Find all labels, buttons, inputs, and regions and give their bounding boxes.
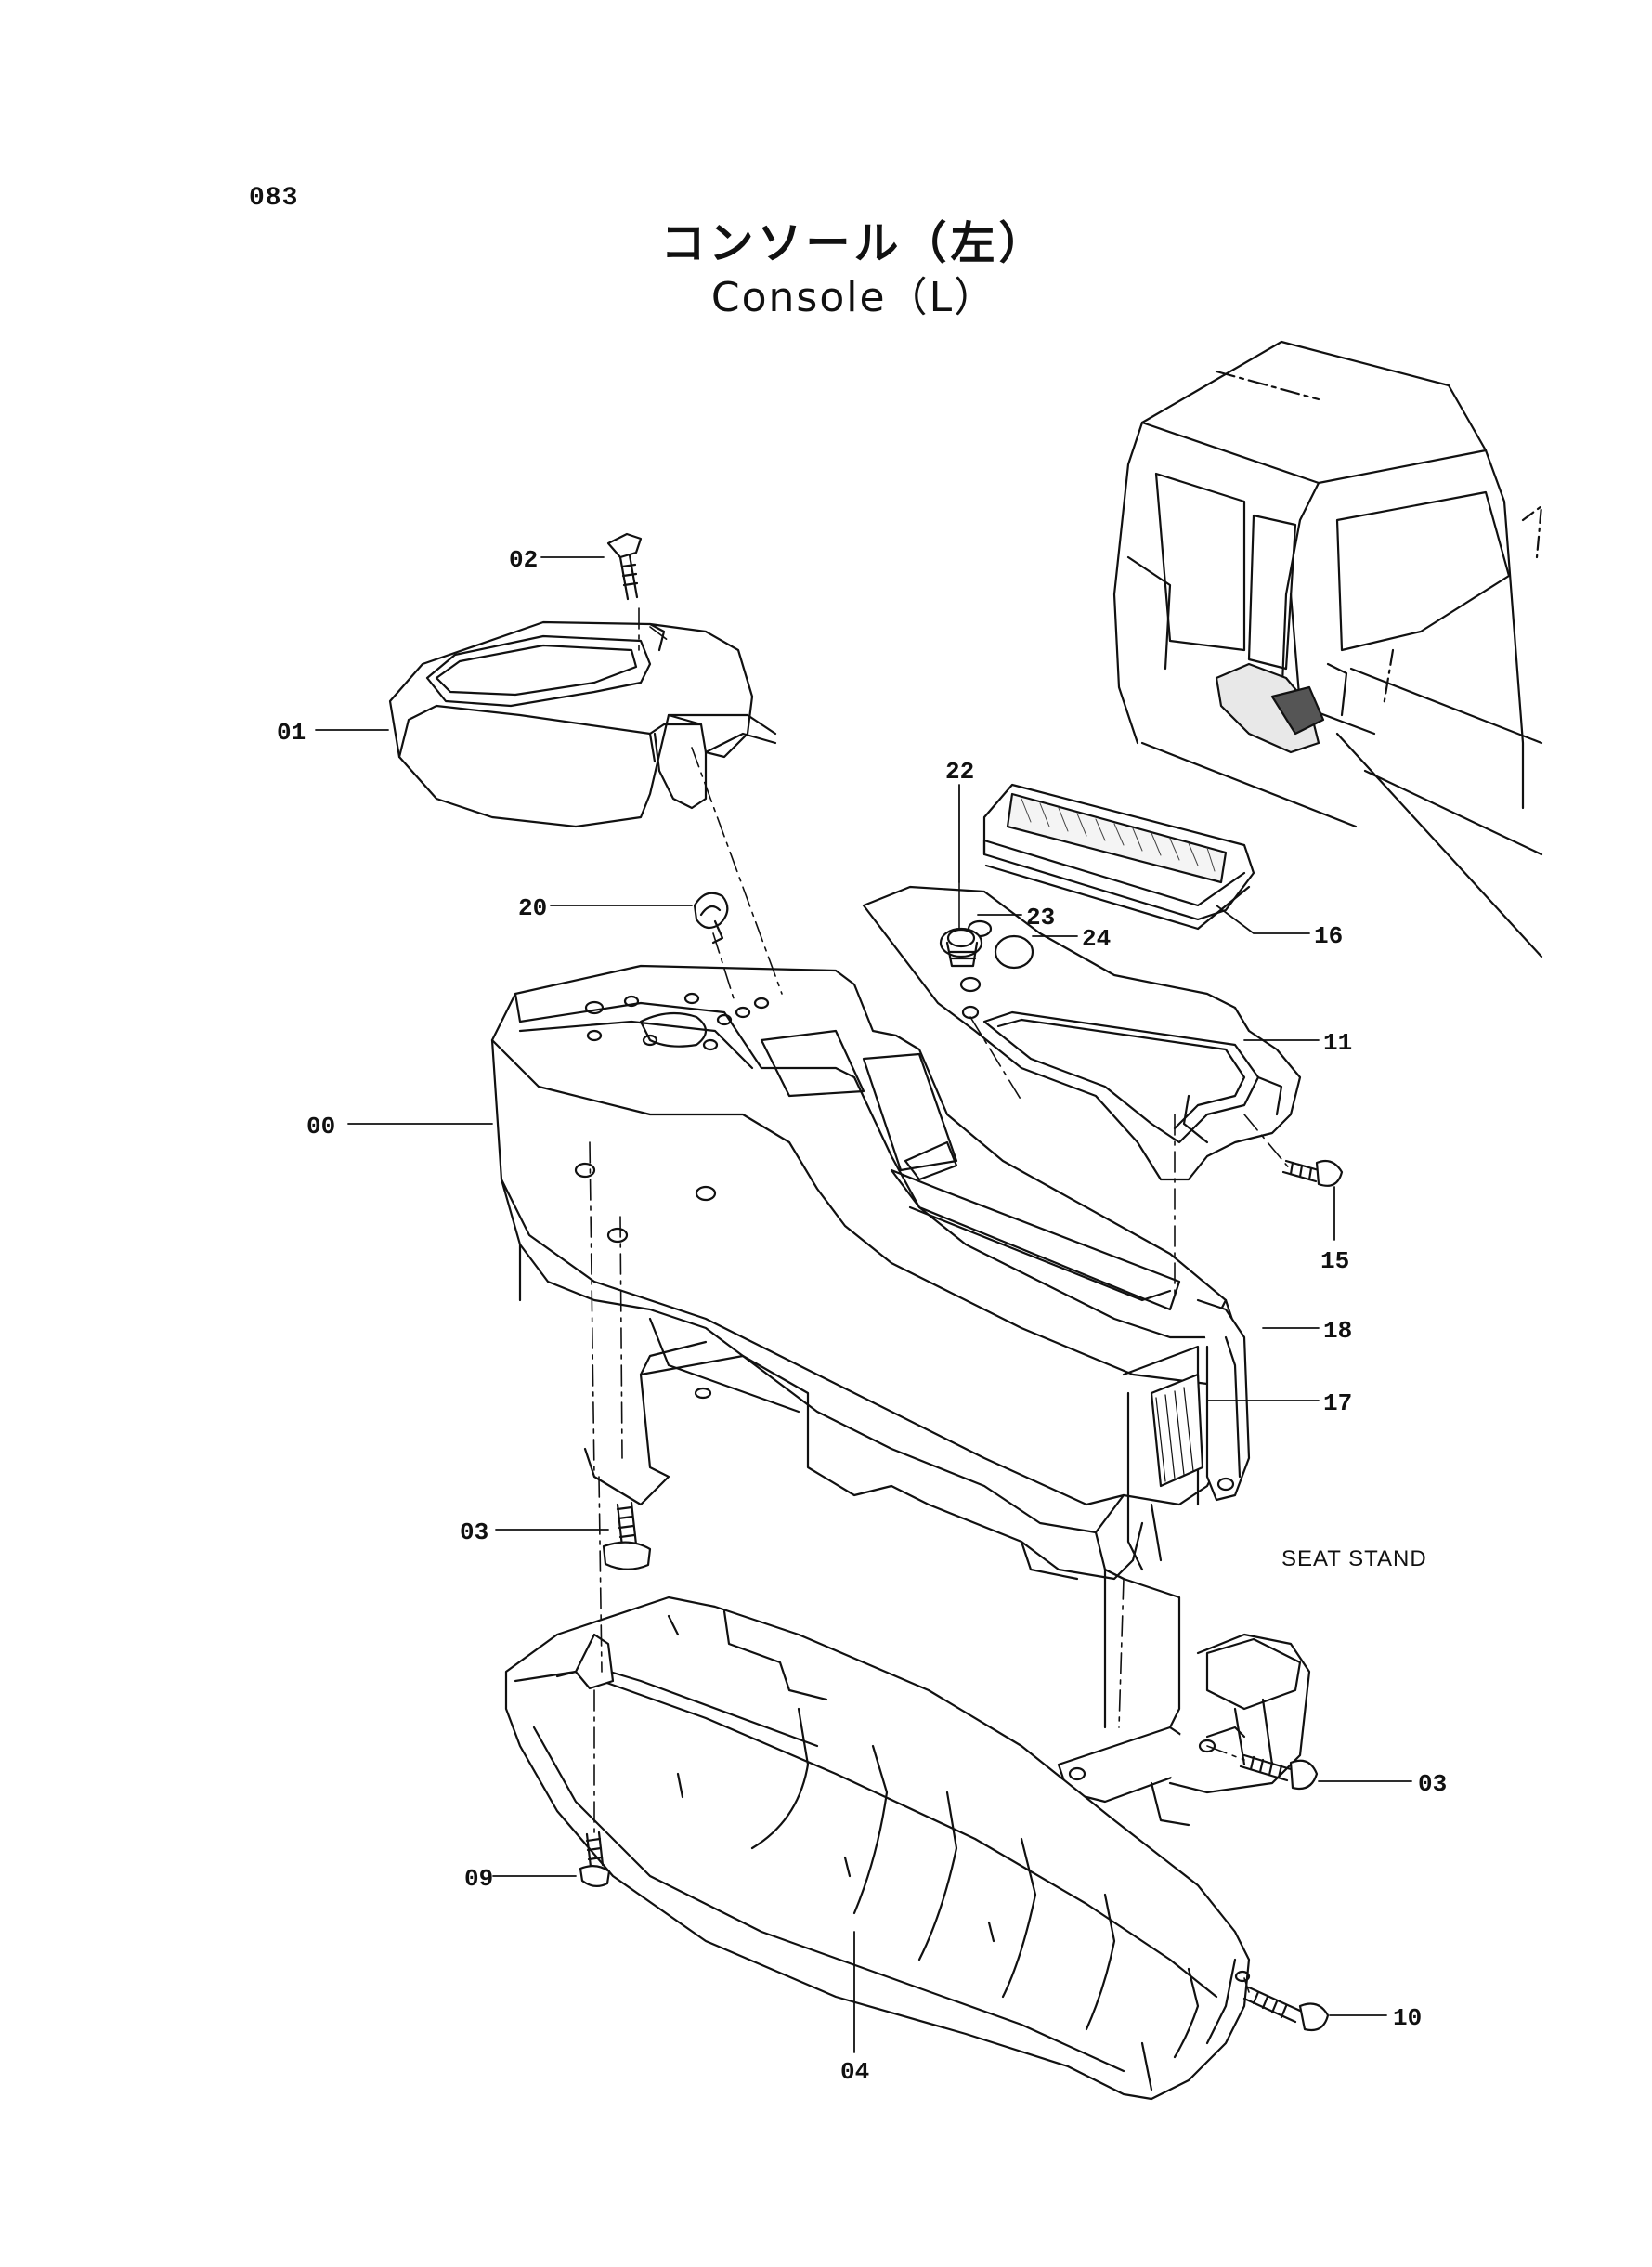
callout-18: 18 [1323, 1317, 1352, 1345]
callout-20: 20 [518, 894, 547, 922]
title-japanese: コンソール（左） [660, 217, 1047, 269]
page-number: 083 [249, 184, 299, 213]
callout-02: 02 [509, 546, 538, 574]
seat-stand-annotation: SEAT STAND [1281, 1546, 1427, 1571]
callout-09: 09 [464, 1865, 493, 1893]
title-english: Console（L） [710, 274, 997, 321]
seat-stand-bracket [1057, 1568, 1311, 1827]
part-09-screw [579, 1831, 611, 1887]
part-04-lower-cover [504, 1596, 1251, 2101]
part-22-socket [939, 881, 983, 968]
alignment-lines [589, 607, 1292, 1993]
part-15-bolt [1281, 1159, 1344, 1187]
part-01-upper-cover [388, 620, 777, 828]
part-03-bolt-right [1239, 1753, 1319, 1791]
callout-15: 15 [1320, 1247, 1349, 1275]
callout-03-left: 03 [460, 1518, 488, 1546]
callout-labels: 00 01 02 03 03 04 09 10 11 15 16 17 18 2… [277, 546, 1447, 2086]
part-00-console-body [490, 964, 1237, 1581]
callout-24: 24 [1082, 925, 1111, 953]
part-03-bolt-left [602, 1501, 652, 1570]
part-17-pad [1150, 1373, 1204, 1488]
callout-22: 22 [945, 758, 974, 786]
part-11-panel-tray [862, 885, 1302, 1181]
part-16-pad [982, 783, 1255, 931]
callout-03-right: 03 [1418, 1770, 1447, 1798]
part-02-screw [606, 532, 643, 601]
console-lower-bracket [583, 1340, 1144, 1581]
part-24-cap [994, 934, 1034, 970]
callout-04: 04 [840, 2058, 869, 2086]
callout-16: 16 [1314, 922, 1343, 950]
leader-lines [315, 556, 1412, 2053]
callout-00: 00 [306, 1113, 335, 1140]
part-20-clip [693, 892, 729, 945]
callout-01: 01 [277, 719, 306, 747]
callout-10: 10 [1393, 2004, 1422, 2032]
callout-17: 17 [1323, 1389, 1352, 1417]
cab-inset-illustration [1112, 340, 1543, 958]
part-10-bolt [1242, 1986, 1330, 2032]
callout-23: 23 [1026, 904, 1055, 932]
callout-11: 11 [1323, 1029, 1352, 1057]
